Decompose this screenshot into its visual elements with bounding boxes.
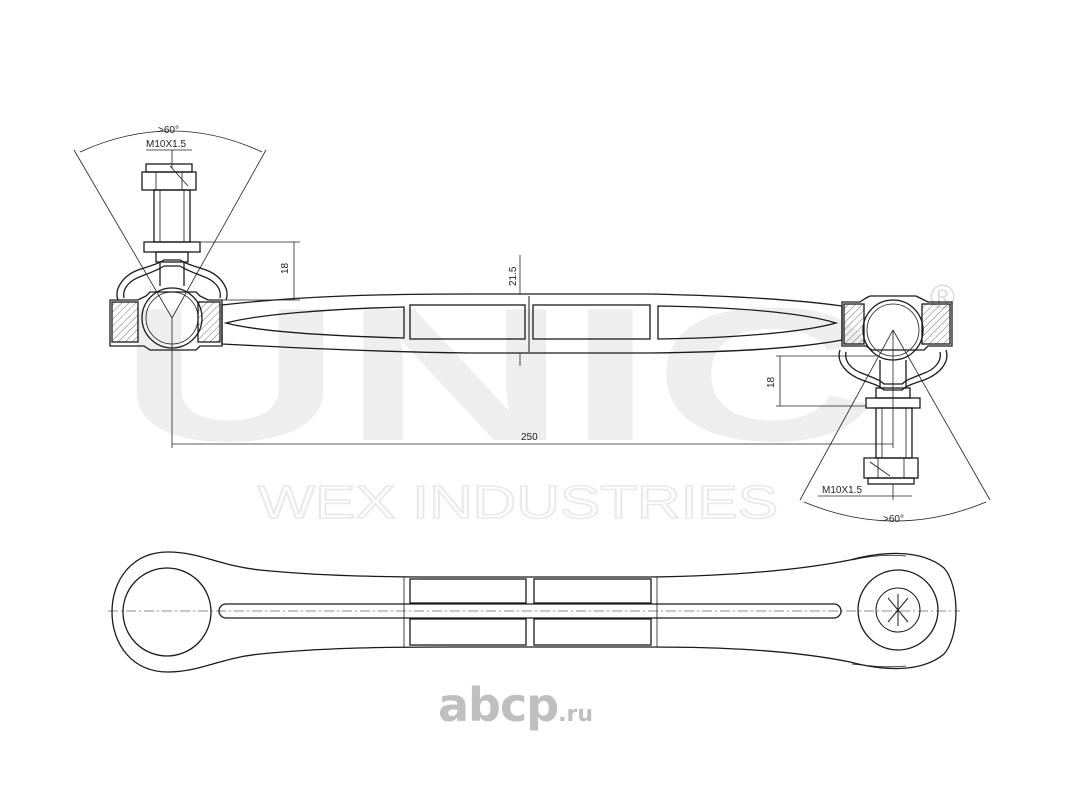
abcp-logo: abcp.ru [438,678,593,732]
dim-angle-bottom: >60° [883,514,904,525]
dim-height-left: 18 [280,262,291,274]
watermark: UNIC ® WEX INDUSTRIES [118,269,955,529]
plan-slot [218,603,842,619]
side-view [109,163,953,485]
plan-left-eye [122,567,212,657]
left-ball-joint [109,163,228,351]
dim-height-right: 18 [766,376,777,388]
plan-outline [111,551,957,673]
watermark-brand: UNIC [118,269,878,481]
abcp-logo-main: abcp [438,678,559,732]
abcp-logo-tld: .ru [558,702,594,727]
dim-offset-center: 21.5 [508,266,519,286]
dim-angle-top: >60° [158,125,179,136]
dim-thread-bottom: M10X1.5 [822,485,862,496]
dim-thread-top: M10X1.5 [146,139,186,150]
watermark-subtitle: WEX INDUSTRIES [258,476,778,528]
dim-length: 250 [521,432,538,443]
dimension-lines [73,130,991,522]
dimension-labels: >60° M10X1.5 18 21.5 18 250 M10X1.5 >60° [146,125,904,525]
rod-slot-1 [223,306,405,339]
rod-slot-4 [657,305,839,340]
plan-view [108,551,960,673]
plan-right-eye [857,569,939,651]
rod-slot-3 [532,304,651,340]
right-ball-joint [838,295,953,485]
rod-slot-2 [409,304,526,340]
